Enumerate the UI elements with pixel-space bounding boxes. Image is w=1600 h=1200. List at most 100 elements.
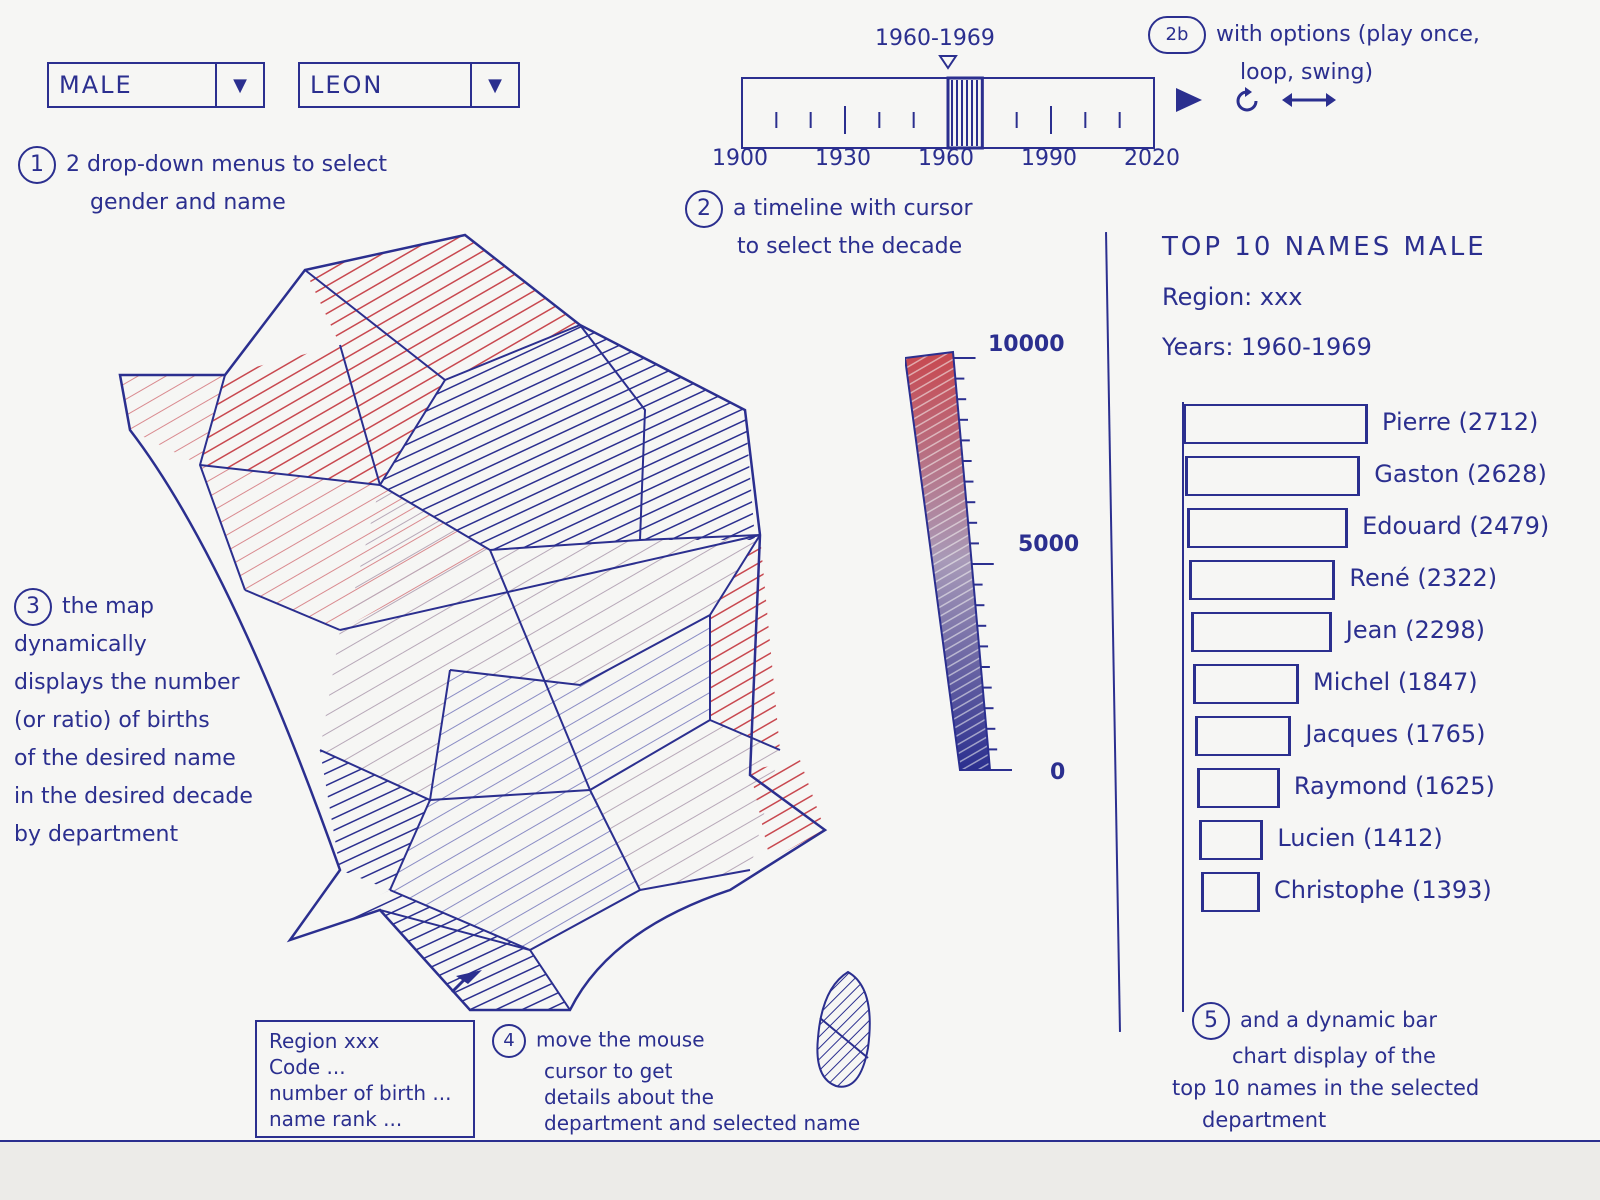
top10-bar-label: René (2322) — [1349, 564, 1498, 592]
top10-title: TOP 10 NAMES MALE — [1162, 232, 1487, 262]
note-5-line-4: department — [1202, 1108, 1327, 1132]
note-4-line-2: cursor to get — [544, 1059, 673, 1083]
note-2b: 2b with options (play once, loop, swing) — [1148, 16, 1480, 92]
top10-bar[interactable] — [1193, 664, 1299, 704]
timeline-cursor-marker[interactable] — [938, 55, 958, 70]
legend-min-label: 0 — [1050, 760, 1066, 785]
department-region[interactable] — [345, 485, 760, 630]
note-2b-line-2: loop, swing) — [1240, 60, 1374, 85]
note-3-line-2: dynamically — [14, 632, 147, 657]
note-1-line-1: 2 drop-down menus to select — [66, 152, 387, 177]
top10-bar[interactable] — [1189, 560, 1336, 600]
note-2-number: 2 — [685, 190, 723, 228]
top10-bar[interactable] — [1197, 768, 1280, 808]
timeline-ticks — [741, 106, 1155, 134]
tooltip-box: Region xxx Code ... number of birth ... … — [255, 1020, 475, 1138]
paper-edge-line — [0, 1140, 1600, 1142]
department-region[interactable] — [580, 325, 755, 540]
top10-bar-label: Jean (2298) — [1345, 616, 1485, 644]
note-4-line-4: department and selected name — [544, 1111, 861, 1135]
note-3-line-7: by department — [14, 822, 179, 847]
note-3-number: 3 — [14, 588, 52, 626]
timeline-tick-label: 2020 — [1124, 146, 1180, 171]
loop-icon[interactable] — [1232, 86, 1262, 116]
note-3-line-4: (or ratio) of births — [14, 708, 210, 733]
note-4-line-3: details about the — [544, 1085, 714, 1109]
legend-mid-label: 5000 — [1018, 532, 1080, 557]
note-5-line-1: and a dynamic bar — [1240, 1008, 1438, 1032]
note-3-line-5: of the desired name — [14, 746, 236, 771]
department-region[interactable] — [390, 790, 640, 950]
top10-bar-label: Michel (1847) — [1312, 668, 1478, 696]
mouse-icon — [816, 970, 871, 1088]
department-region[interactable] — [430, 615, 710, 800]
note-2b-number: 2b — [1148, 16, 1206, 54]
top10-bar-label: Edouard (2479) — [1362, 512, 1550, 540]
department-borders — [198, 269, 781, 1011]
top10-region: Region: xxx — [1162, 283, 1303, 311]
mouse-cursor-icon — [450, 970, 482, 994]
gender-dropdown-value: MALE — [59, 71, 133, 99]
department-region[interactable] — [120, 375, 225, 465]
note-3-line-3: displays the number — [14, 670, 240, 695]
note-1-line-2: gender and name — [90, 190, 286, 215]
chevron-down-icon[interactable]: ▼ — [470, 64, 518, 106]
note-5-line-3: top 10 names in the selected — [1172, 1076, 1480, 1100]
top10-bar-label: Jacques (1765) — [1305, 720, 1486, 748]
play-icon[interactable] — [1172, 85, 1206, 115]
note-4: 4 move the mouse cursor to get details ab… — [492, 1024, 860, 1136]
timeline[interactable] — [700, 48, 1200, 178]
top10-axis — [1182, 402, 1184, 1012]
swing-icon[interactable] — [1280, 88, 1338, 112]
note-5-line-2: chart display of the — [1232, 1044, 1436, 1068]
top10-years: Years: 1960-1969 — [1162, 333, 1372, 361]
top10-bar-label: Lucien (1412) — [1277, 824, 1443, 852]
chevron-down-icon[interactable]: ▼ — [215, 64, 263, 106]
top10-bar[interactable] — [1187, 508, 1349, 548]
timeline-tick-label: 1990 — [1021, 146, 1077, 171]
timeline-cursor-hatch — [951, 80, 983, 146]
gender-dropdown[interactable]: MALE ▼ — [47, 62, 265, 108]
department-region[interactable] — [200, 345, 380, 485]
department-region[interactable] — [200, 465, 490, 630]
department-region[interactable] — [320, 630, 450, 800]
department-region[interactable] — [305, 235, 580, 485]
top10-bar[interactable] — [1195, 716, 1292, 756]
timeline-selected-label: 1960-1969 — [875, 26, 995, 51]
top10-bar[interactable] — [1199, 820, 1264, 860]
timeline-tick-label: 1930 — [815, 146, 871, 171]
top10-bar-label: Gaston (2628) — [1374, 460, 1547, 488]
tooltip-region: Region xxx — [269, 1029, 380, 1053]
department-region[interactable] — [290, 890, 570, 1010]
top10-bar[interactable] — [1183, 404, 1368, 444]
top10-bar-label: Raymond (1625) — [1293, 772, 1495, 800]
department-region[interactable] — [320, 750, 430, 890]
top10-bar-label: Pierre (2712) — [1382, 408, 1539, 436]
note-3-line-1: the map — [62, 594, 154, 619]
note-2b-line-1: with options (play once, — [1216, 22, 1480, 47]
note-5-number: 5 — [1192, 1002, 1230, 1040]
note-4-line-1: move the mouse — [536, 1027, 705, 1052]
note-1-number: 1 — [18, 146, 56, 184]
timeline-tick-label: 1960 — [918, 146, 974, 171]
top10-bar[interactable] — [1185, 456, 1361, 496]
top10-header: TOP 10 NAMES MALE Region: xxx Years: 196… — [1162, 222, 1487, 372]
top10-bar-label: Christophe (1393) — [1274, 876, 1492, 904]
legend-max-label: 10000 — [988, 332, 1065, 357]
tooltip-rank: name rank ... — [269, 1107, 403, 1131]
name-dropdown[interactable]: LEON ▼ — [298, 62, 520, 108]
tooltip-births: number of birth ... — [269, 1081, 452, 1105]
note-2: 2 a timeline with cursor to select the de… — [685, 190, 973, 266]
top10-bar[interactable] — [1191, 612, 1332, 652]
note-2-line-1: a timeline with cursor — [733, 196, 973, 221]
note-4-number: 4 — [492, 1024, 526, 1058]
department-region[interactable] — [380, 325, 645, 550]
name-dropdown-value: LEON — [310, 71, 384, 99]
department-region[interactable] — [340, 535, 760, 685]
note-2-line-2: to select the decade — [737, 234, 963, 259]
tooltip-code: Code ... — [269, 1055, 346, 1079]
department-region[interactable] — [750, 760, 825, 860]
top10-bar[interactable] — [1201, 872, 1261, 912]
note-1: 1 2 drop-down menus to select gender and … — [18, 146, 387, 222]
department-map[interactable] — [110, 230, 860, 1040]
